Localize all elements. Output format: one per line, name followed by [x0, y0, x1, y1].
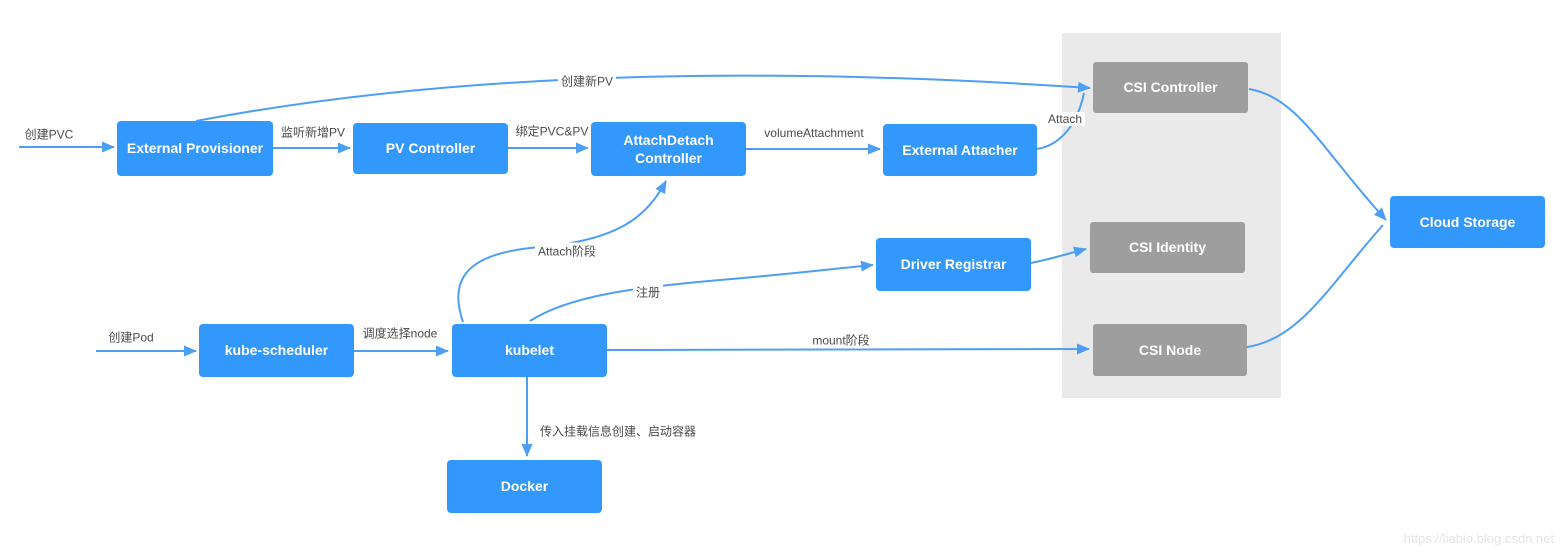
- node-csi-node: CSI Node: [1093, 324, 1247, 376]
- edge-register: [529, 260, 874, 322]
- label-bind-pvc-pv: 绑定PVC&PV: [515, 124, 589, 139]
- label-attach-stage: Attach阶段: [534, 242, 600, 260]
- edge-mount-stage: [606, 343, 1090, 355]
- label-create-pvc: 创建PVC: [24, 127, 74, 142]
- watermark: https://liabio.blog.csdn.net: [1403, 531, 1554, 546]
- node-docker: Docker: [447, 460, 602, 513]
- node-cloud-storage: Cloud Storage: [1390, 196, 1545, 248]
- edge-create-new-pv: [195, 74, 1091, 122]
- edge-csi-node-cloud: [1246, 224, 1384, 348]
- node-csi-identity: CSI Identity: [1090, 222, 1245, 273]
- label-create-pod: 创建Pod: [108, 330, 154, 345]
- label-schedule-node: 调度选择node: [362, 326, 438, 341]
- edge-attach: [1036, 92, 1085, 150]
- label-register: 注册: [632, 283, 664, 301]
- node-driver-registrar: Driver Registrar: [876, 238, 1031, 291]
- edge-registrar-identity: [1030, 246, 1087, 264]
- node-kube-scheduler: kube-scheduler: [199, 324, 354, 377]
- label-create-new-pv: 创建新PV: [557, 72, 617, 90]
- label-pass-mount-info: 传入挂载信息创建、启动容器: [540, 424, 697, 439]
- node-kubelet: kubelet: [452, 324, 607, 377]
- node-pv-controller: PV Controller: [353, 123, 508, 174]
- node-csi-controller: CSI Controller: [1093, 62, 1248, 113]
- node-attachdetach-controller: AttachDetach Controller: [591, 122, 746, 176]
- node-external-provisioner: External Provisioner: [117, 121, 273, 176]
- label-attach: Attach: [1044, 112, 1086, 126]
- node-external-attacher: External Attacher: [883, 124, 1037, 176]
- edge-csi-controller-cloud: [1248, 88, 1387, 221]
- label-mount-stage: mount阶段: [809, 331, 873, 349]
- label-volume-attachment: volumeAttachment: [764, 126, 864, 140]
- label-watch-new-pv: 监听新增PV: [280, 125, 346, 140]
